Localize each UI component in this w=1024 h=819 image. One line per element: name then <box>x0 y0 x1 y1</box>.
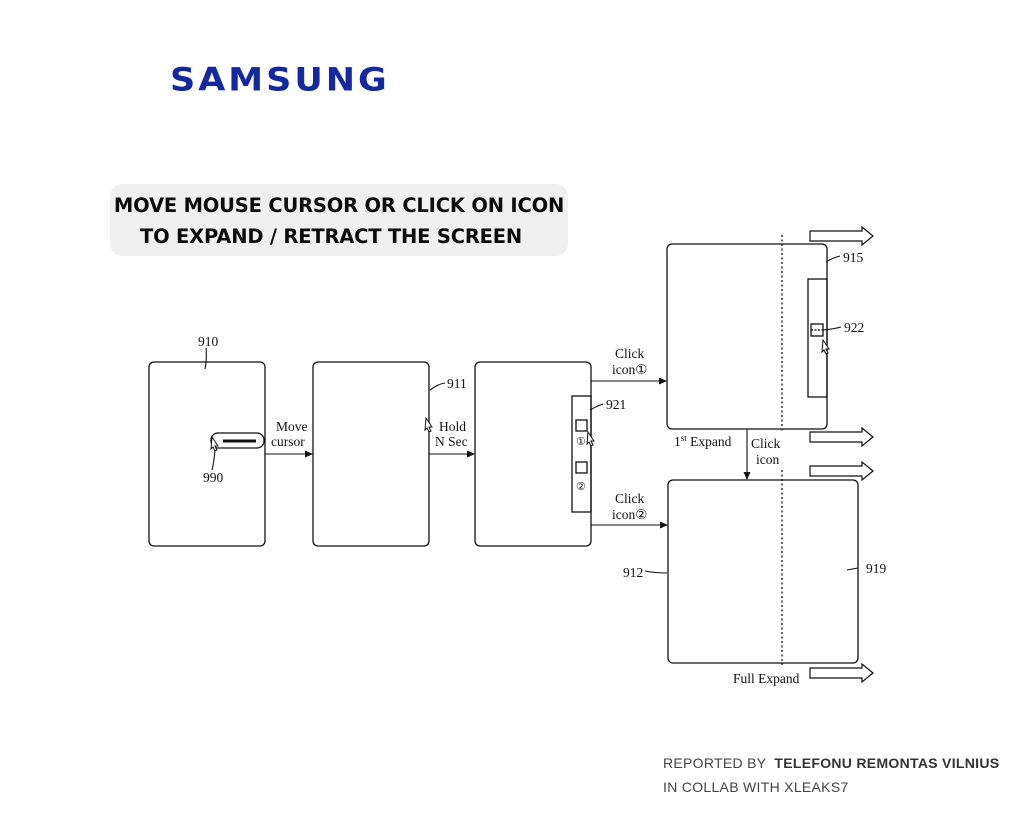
ref-921: 921 <box>606 397 626 412</box>
label-cursor: cursor <box>271 434 305 449</box>
footer-collab: IN COLLAB WITH XLEAKS7 <box>663 779 849 795</box>
device-full-expand <box>667 479 859 664</box>
label-click-down: Click <box>751 436 780 451</box>
samsung-logo: SAMSUNG <box>170 62 390 99</box>
panel-mark-2: ② <box>576 481 586 493</box>
expand-direction-arrow <box>809 426 874 448</box>
label-click-1: Click <box>615 346 644 361</box>
label-icon-down: icon <box>756 452 779 467</box>
ref-912: 912 <box>623 565 643 580</box>
callout-line-2: TO EXPAND / RETRACT THE SCREEN <box>139 225 523 248</box>
reported-by-label: REPORTED BY <box>663 755 767 771</box>
callout-box: MOVE MOUSE CURSOR OR CLICK ON ICON TO EX… <box>110 184 568 256</box>
label-n-sec: N Sec <box>435 434 468 449</box>
cursor-pointer-icon <box>586 430 595 447</box>
device-910 <box>148 361 266 547</box>
expand-direction-arrow <box>809 460 874 482</box>
label-hold: Hold <box>439 419 466 434</box>
label-icon-2: icon② <box>612 507 647 522</box>
device-panel-921 <box>474 361 592 547</box>
ref-919: 919 <box>866 561 887 576</box>
reporter-name: TELEFONU REMONTAS VILNIUS <box>774 755 1000 771</box>
ref-915: 915 <box>843 250 864 265</box>
panel-icon-1 <box>575 419 588 432</box>
ref-922: 922 <box>844 320 864 335</box>
label-icon-1: icon① <box>612 362 647 377</box>
side-panel-921 <box>571 395 592 513</box>
ref-911: 911 <box>447 376 467 391</box>
label-move: Move <box>276 419 308 434</box>
expand-direction-arrow <box>809 225 874 247</box>
expand-direction-arrow <box>809 662 874 684</box>
cursor-pointer-icon <box>821 338 830 355</box>
device-915 <box>666 243 828 430</box>
side-panel-922 <box>807 278 828 398</box>
panel-mark-1: ① <box>576 436 586 448</box>
ref-910: 910 <box>198 334 219 349</box>
panel-icon-2 <box>575 461 588 474</box>
cursor-pointer-icon <box>210 435 219 452</box>
label-first-expand: 1st Expand <box>674 433 732 449</box>
ref-990: 990 <box>203 470 224 485</box>
cursor-pointer-icon <box>424 416 433 433</box>
label-full-expand: Full Expand <box>733 671 800 686</box>
callout-line-1: MOVE MOUSE CURSOR OR CLICK ON ICON <box>113 194 565 217</box>
cursor-bar-990 <box>210 432 265 449</box>
label-click-2: Click <box>615 491 644 506</box>
footer-reported-by: REPORTED BY TELEFONU REMONTAS VILNIUS <box>663 755 999 771</box>
device-911 <box>312 361 430 547</box>
